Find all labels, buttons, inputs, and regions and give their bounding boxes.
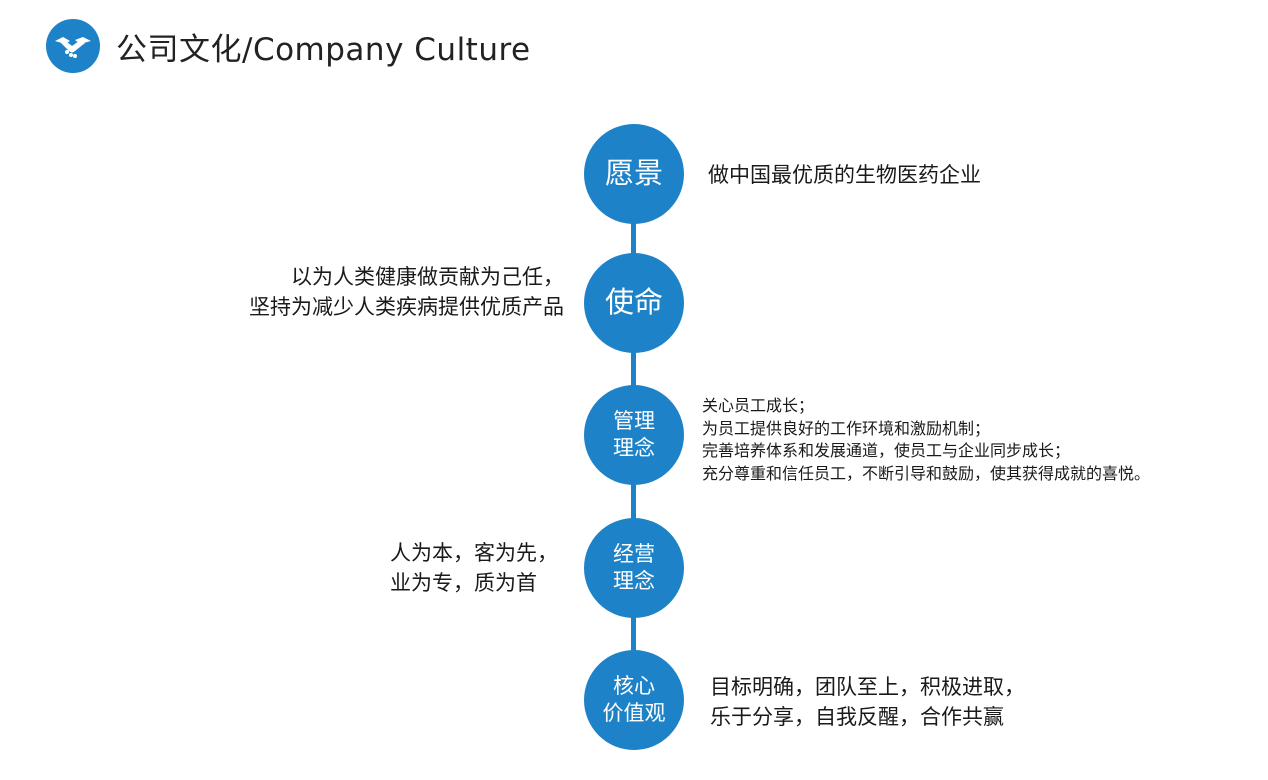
core-values-text: 目标明确，团队至上，积极进取， 乐于分享，自我反醒，合作共赢: [710, 672, 1025, 733]
text-line: 完善培养体系和发展通道，使员工与企业同步成长；: [702, 441, 1071, 461]
node-label-line: 核心: [613, 673, 655, 698]
text-line: 业为专，质为首: [390, 571, 537, 596]
node-management-philosophy: 管理 理念: [584, 385, 684, 485]
vision-text: 做中国最优质的生物医药企业: [708, 160, 981, 190]
mission-text: 以为人类健康做贡献为己任， 坚持为减少人类疾病提供优质产品: [249, 262, 564, 323]
text-line: 乐于分享，自我反醒，合作共赢: [710, 705, 1004, 730]
text-line: 为员工提供良好的工作环境和激励机制；: [702, 418, 991, 438]
node-label-line: 愿景: [604, 156, 663, 191]
text-line: 充分尊重和信任员工，不断引导和鼓励，使其获得成就的喜悦。: [702, 464, 1151, 484]
management-text: 关心员工成长； 为员工提供良好的工作环境和激励机制； 完善培养体系和发展通道，使…: [702, 395, 1150, 486]
node-label-line: 经营: [613, 541, 655, 566]
node-business-philosophy: 经营 理念: [584, 518, 684, 618]
text-line: 目标明确，团队至上，积极进取，: [710, 675, 1025, 699]
node-label-line: 使命: [604, 285, 663, 320]
page-header: 公司文化/Company Culture: [46, 18, 531, 74]
page-title: 公司文化/Company Culture: [116, 31, 531, 68]
text-line: 关心员工成长；: [702, 396, 815, 415]
text-line: 坚持为减少人类疾病提供优质产品: [249, 295, 564, 320]
node-mission: 使命: [584, 253, 684, 353]
handshake-icon: [46, 19, 100, 73]
text-line: 做中国最优质的生物医药企业: [708, 163, 981, 187]
node-core-values: 核心 价值观: [584, 650, 684, 750]
business-text: 人为本，客为先， 业为专，质为首: [390, 538, 558, 599]
node-label-line: 价值观: [602, 701, 666, 725]
node-label-line: 理念: [613, 569, 655, 593]
node-vision: 愿景: [584, 124, 684, 224]
text-line: 人为本，客为先，: [390, 541, 558, 565]
node-label-line: 理念: [613, 436, 655, 460]
node-label-line: 管理: [613, 408, 655, 433]
text-line: 以为人类健康做贡献为己任，: [291, 265, 564, 289]
